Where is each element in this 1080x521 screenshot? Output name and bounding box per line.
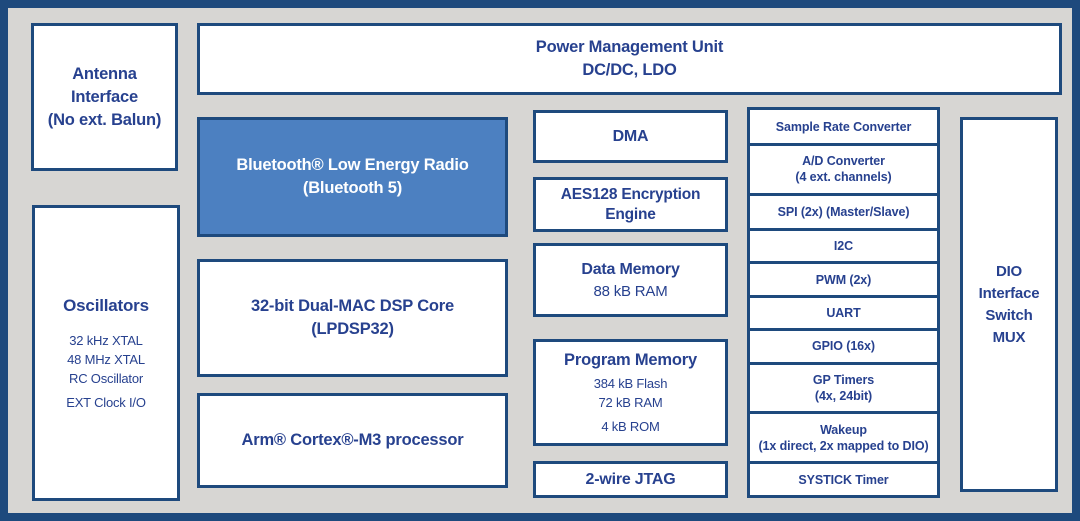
block-label: Antenna <box>72 64 137 83</box>
row-label: PWM (2x) <box>815 272 872 287</box>
memory-spec: 72 kB RAM <box>598 395 663 410</box>
aes-encryption-block: AES128 Encryption Engine <box>533 177 728 232</box>
block-label: DIO <box>995 262 1023 280</box>
peripheral-row-wakeup: Wakeup (1x direct, 2x mapped to DIO) <box>750 411 937 461</box>
block-label: AES128 Encryption <box>560 185 701 203</box>
row-label: Wakeup <box>820 422 867 437</box>
block-label: Arm® Cortex®-M3 processor <box>241 431 464 449</box>
peripheral-row-sample-rate-converter: Sample Rate Converter <box>750 110 937 143</box>
block-title: Data Memory <box>581 260 680 278</box>
oscillator-item: 32 kHz XTAL <box>69 333 143 348</box>
block-label: (No ext. Balun) <box>47 110 162 129</box>
row-label: SPI (2x) (Master/Slave) <box>777 204 910 219</box>
block-title: Oscillators <box>63 296 149 315</box>
block-label: Interface <box>71 87 138 106</box>
oscillator-item: EXT Clock I/O <box>66 395 146 410</box>
block-label: Bluetooth® Low Energy Radio <box>236 156 469 174</box>
peripheral-row-pwm: PWM (2x) <box>750 261 937 295</box>
oscillator-item: 48 MHz XTAL <box>67 352 145 367</box>
memory-spec: 88 kB RAM <box>593 282 668 300</box>
oscillators-block: Oscillators 32 kHz XTAL 48 MHz XTAL RC O… <box>32 205 180 501</box>
peripheral-row-uart: UART <box>750 294 937 328</box>
row-label: GPIO (16x) <box>812 339 875 354</box>
program-memory-block: Program Memory 384 kB Flash 72 kB RAM 4 … <box>533 339 728 446</box>
row-label: UART <box>826 305 861 320</box>
block-title: Program Memory <box>564 351 697 369</box>
jtag-block: 2-wire JTAG <box>533 461 728 498</box>
peripheral-row-i2c: I2C <box>750 228 937 261</box>
dio-mux-block: DIO Interface Switch MUX <box>960 117 1058 492</box>
peripheral-row-spi: SPI (2x) (Master/Slave) <box>750 192 937 228</box>
row-label: (4x, 24bit) <box>814 388 873 403</box>
peripheral-row-gpio: GPIO (16x) <box>750 327 937 362</box>
peripheral-row-ad-converter: A/D Converter (4 ext. channels) <box>750 143 937 192</box>
peripheral-row-systick: SYSTICK Timer <box>750 461 937 495</box>
block-label: MUX <box>992 328 1026 346</box>
row-label: I2C <box>833 239 854 254</box>
peripheral-row-gp-timers: GP Timers (4x, 24bit) <box>750 361 937 411</box>
block-label: DC/DC, LDO <box>582 61 677 79</box>
dsp-core-block: 32-bit Dual-MAC DSP Core (LPDSP32) <box>197 259 508 377</box>
row-label: GP Timers <box>812 372 875 387</box>
row-label: SYSTICK Timer <box>798 472 889 487</box>
row-label: A/D Converter <box>802 154 885 169</box>
block-label: 32-bit Dual-MAC DSP Core <box>250 297 454 315</box>
block-label: DMA <box>612 128 649 145</box>
block-label: 2-wire JTAG <box>585 471 676 488</box>
data-memory-block: Data Memory 88 kB RAM <box>533 243 728 317</box>
row-label: (4 ext. channels) <box>795 170 892 185</box>
block-label: Switch <box>985 306 1033 324</box>
peripherals-stack: Sample Rate Converter A/D Converter (4 e… <box>747 107 940 498</box>
block-label: Engine <box>605 205 656 223</box>
block-label: (LPDSP32) <box>311 320 394 338</box>
power-management-unit-block: Power Management Unit DC/DC, LDO <box>197 23 1062 95</box>
cortex-m3-block: Arm® Cortex®-M3 processor <box>197 393 508 488</box>
row-label: (1x direct, 2x mapped to DIO) <box>758 438 929 453</box>
block-label: Power Management Unit <box>535 38 724 56</box>
dma-block: DMA <box>533 110 728 163</box>
memory-spec: 4 kB ROM <box>601 419 660 434</box>
memory-spec: 384 kB Flash <box>593 376 668 391</box>
block-label: Interface <box>978 284 1040 302</box>
antenna-interface-block: Antenna Interface (No ext. Balun) <box>31 23 178 171</box>
row-label: Sample Rate Converter <box>775 119 912 134</box>
block-label: (Bluetooth 5) <box>302 179 403 197</box>
bluetooth-le-radio-block: Bluetooth® Low Energy Radio (Bluetooth 5… <box>197 117 508 237</box>
oscillator-item: RC Oscillator <box>69 371 143 386</box>
